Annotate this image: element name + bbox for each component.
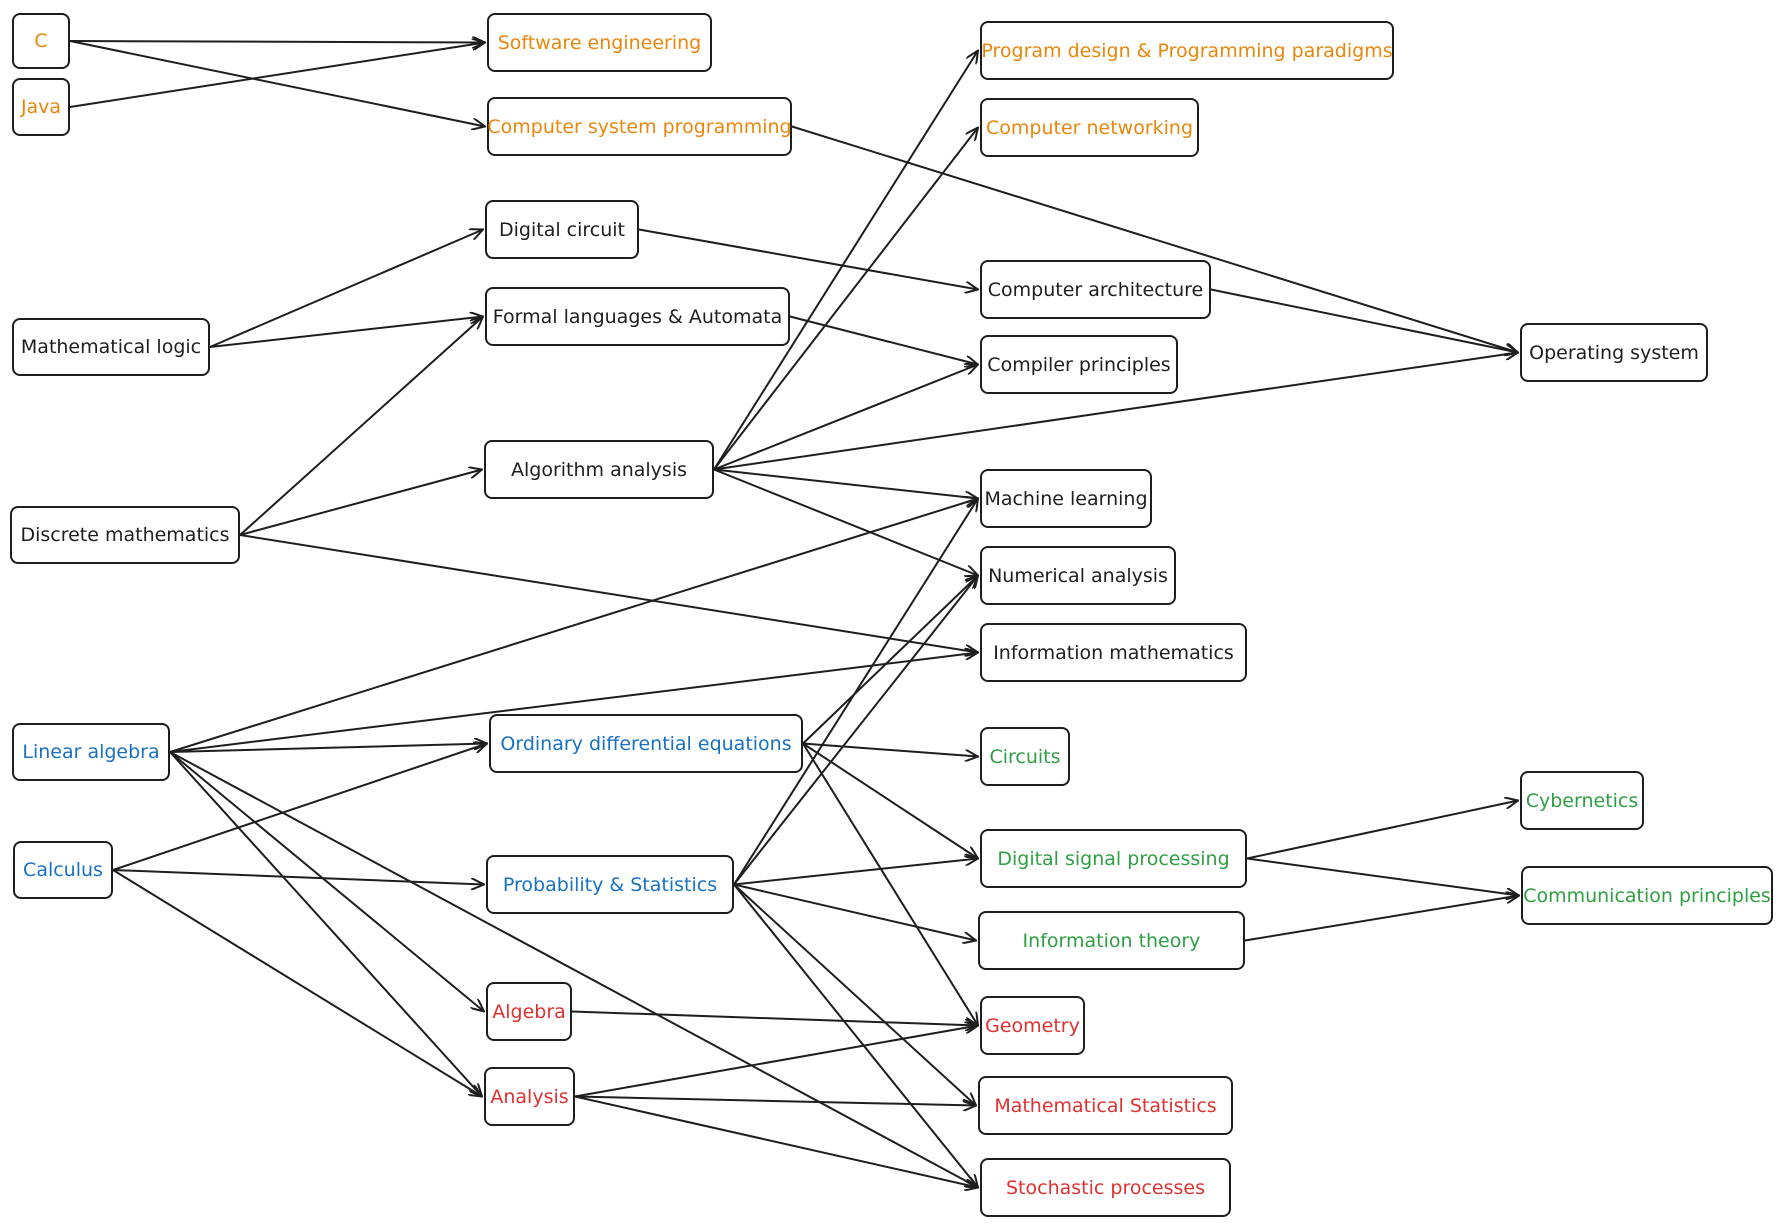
node-java[interactable]: Java — [12, 78, 70, 136]
edge-linear_algebra-to-ode — [169, 744, 487, 753]
edge-digital_circuit-to-computer_architecture — [638, 228, 978, 290]
edge-ode-to-digital_signal_processing — [802, 742, 978, 859]
node-communication-principles[interactable]: Communication principles — [1521, 866, 1773, 925]
node-mathematical-logic[interactable]: Mathematical logic — [12, 318, 210, 376]
node-analysis[interactable]: Analysis — [484, 1067, 575, 1126]
edge-digital_signal_processing-to-cybernetics — [1246, 801, 1518, 860]
edge-probability_statistics-to-information_theory — [733, 883, 976, 941]
node-digital-circuit[interactable]: Digital circuit — [485, 200, 639, 259]
edge-discrete_mathematics-to-information_mathematics — [239, 534, 978, 653]
edge-ode-to-numerical_analysis — [802, 576, 978, 745]
node-digital-signal-processing[interactable]: Digital signal processing — [980, 829, 1247, 888]
edge-probability_statistics-to-mathematical_statistics — [733, 883, 976, 1106]
edge-ode-to-geometry — [802, 742, 978, 1026]
node-stochastic-processes[interactable]: Stochastic processes — [980, 1158, 1231, 1217]
node-information-theory[interactable]: Information theory — [978, 911, 1245, 970]
edge-ode-to-circuits — [802, 742, 978, 757]
edge-analysis-to-geometry — [574, 1026, 978, 1098]
edge-linear_algebra-to-analysis — [169, 751, 482, 1097]
edge-linear_algebra-to-stochastic_processes — [169, 751, 978, 1188]
node-circuits[interactable]: Circuits — [980, 727, 1070, 786]
node-cybernetics[interactable]: Cybernetics — [1520, 771, 1644, 830]
edge-computer_architecture-to-operating_system — [1210, 288, 1518, 353]
node-calculus[interactable]: Calculus — [13, 841, 113, 899]
edge-mathematical_logic-to-formal_languages — [209, 317, 483, 348]
edge-calculus-to-probability_statistics — [112, 869, 484, 885]
edge-digital_signal_processing-to-communication_principles — [1246, 857, 1519, 896]
node-ordinary-differential-equations[interactable]: Ordinary differential equations — [489, 714, 803, 773]
node-computer-networking[interactable]: Computer networking — [980, 98, 1199, 157]
node-formal-languages-automata[interactable]: Formal languages & Automata — [485, 287, 790, 346]
node-computer-architecture[interactable]: Computer architecture — [980, 260, 1211, 319]
node-algorithm-analysis[interactable]: Algorithm analysis — [484, 440, 714, 499]
edge-algorithm_analysis-to-compiler_principles — [713, 365, 978, 471]
edge-linear_algebra-to-algebra — [169, 751, 484, 1012]
edge-calculus-to-analysis — [112, 869, 482, 1097]
edge-probability_statistics-to-stochastic_processes — [733, 883, 978, 1188]
edge-algebra-to-geometry — [571, 1010, 978, 1026]
node-operating-system[interactable]: Operating system — [1520, 323, 1708, 382]
edge-probability_statistics-to-machine_learning — [733, 499, 978, 886]
edge-algorithm_analysis-to-numerical_analysis — [713, 468, 978, 576]
node-program-design-paradigms[interactable]: Program design & Programming paradigms — [980, 21, 1394, 80]
node-algebra[interactable]: Algebra — [486, 982, 572, 1041]
node-computer-system-programming[interactable]: Computer system programming — [487, 97, 792, 156]
node-information-mathematics[interactable]: Information mathematics — [980, 623, 1247, 682]
node-discrete-mathematics[interactable]: Discrete mathematics — [10, 506, 240, 564]
node-probability-statistics[interactable]: Probability & Statistics — [486, 855, 734, 914]
node-mathematical-statistics[interactable]: Mathematical Statistics — [978, 1076, 1233, 1135]
edge-discrete_mathematics-to-algorithm_analysis — [239, 470, 482, 536]
edge-probability_statistics-to-digital_signal_processing — [733, 859, 978, 886]
node-c[interactable]: C — [12, 13, 70, 69]
edge-discrete_mathematics-to-formal_languages — [239, 317, 483, 536]
edge-analysis-to-mathematical_statistics — [574, 1095, 976, 1106]
node-numerical-analysis[interactable]: Numerical analysis — [980, 546, 1176, 605]
edge-c-to-software_engineering — [69, 41, 485, 43]
edge-algorithm_analysis-to-machine_learning — [713, 468, 978, 499]
node-compiler-principles[interactable]: Compiler principles — [980, 335, 1178, 394]
node-software-engineering[interactable]: Software engineering — [487, 13, 712, 72]
node-linear-algebra[interactable]: Linear algebra — [12, 723, 170, 781]
edge-analysis-to-stochastic_processes — [574, 1095, 978, 1188]
edge-formal_languages-to-compiler_principles — [789, 315, 978, 365]
edge-mathematical_logic-to-digital_circuit — [209, 230, 483, 348]
edge-java-to-software_engineering — [69, 43, 485, 108]
edge-information_theory-to-communication_principles — [1244, 896, 1519, 942]
node-machine-learning[interactable]: Machine learning — [980, 469, 1152, 528]
edge-c-to-computer_system_programming — [69, 40, 485, 127]
node-geometry[interactable]: Geometry — [980, 996, 1085, 1055]
